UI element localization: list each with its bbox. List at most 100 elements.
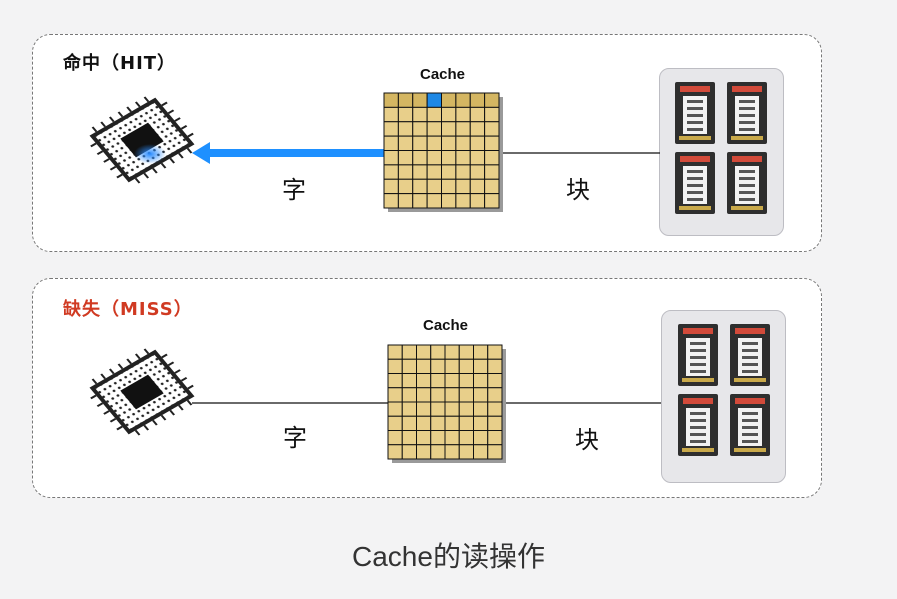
cache-line-cell (487, 401, 503, 417)
cache-line-cell (441, 106, 457, 123)
cache-line-cell (487, 344, 503, 360)
cache-line-cell (441, 150, 457, 166)
cache-line-cell (458, 430, 474, 446)
cpu-chip-icon (89, 96, 195, 184)
cache-line-cell (473, 401, 489, 417)
cache-line-cell (383, 178, 399, 195)
cache-line-cell (412, 193, 428, 209)
cache-line-cell (401, 387, 417, 403)
cache-line-cell (426, 92, 442, 108)
memory-chip (675, 152, 715, 214)
cache-line-cell (444, 387, 460, 403)
cache-line-cell (412, 106, 428, 123)
memory-chip (678, 324, 718, 386)
cache-line-cell (455, 178, 471, 195)
cache-line-cell (387, 344, 403, 360)
cache-line-cell (487, 444, 503, 460)
cache-line-cell (397, 164, 414, 180)
cache-line-cell (469, 178, 486, 195)
cache-line-cell (473, 358, 489, 374)
cache-line-cell (473, 430, 489, 446)
cache-line-cell (484, 164, 500, 180)
cache-line-cell (458, 344, 474, 360)
cache-line-cell (455, 150, 471, 166)
cache-line-cell (455, 164, 471, 180)
cache-line-cell (458, 358, 474, 374)
cache-line-cell (469, 193, 486, 209)
cache-line-cell (426, 106, 442, 123)
cache-label-hit: Cache (420, 66, 466, 83)
cache-line-cell (444, 344, 460, 360)
cache-line-cell (401, 430, 417, 446)
cache-line-cell (383, 164, 399, 180)
cache-grid-hit (383, 92, 503, 212)
cache-line-cell (426, 193, 442, 209)
cache-line-cell (387, 444, 403, 460)
cache-line-cell (473, 344, 489, 360)
cache-line-cell (441, 193, 457, 209)
cache-line-cell (426, 121, 442, 137)
cache-line-cell (444, 373, 460, 389)
memory-chip (675, 82, 715, 144)
cache-line-cell (383, 135, 399, 151)
hit-word-label: 字 (282, 176, 306, 204)
cache-line-cell (469, 164, 486, 180)
cache-line-cell (455, 193, 471, 209)
cache-line-cell (484, 106, 500, 123)
cache-line-cell (416, 415, 432, 431)
cache-line-cell (426, 150, 442, 166)
cache-line-cell (397, 178, 414, 195)
cache-line-cell (484, 92, 500, 108)
cache-line-cell (430, 444, 446, 460)
memory-chip (678, 394, 718, 456)
cache-line-cell (412, 178, 428, 195)
cache-line-cell (387, 373, 403, 389)
cache-line-cell (441, 135, 457, 151)
cache-line-cell (455, 121, 471, 137)
cache-line-cell (441, 92, 457, 108)
cache-line-cell (441, 164, 457, 180)
cache-line-cell (484, 150, 500, 166)
cache-line-cell (473, 444, 489, 460)
cache-grid-miss (387, 344, 506, 463)
cache-line-cell (487, 373, 503, 389)
cache-line-cell (426, 178, 442, 195)
hit-block-label: 块 (566, 176, 590, 204)
miss-section-title: 缺失（MISS） (63, 299, 193, 320)
cache-line-cell (455, 92, 471, 108)
cache-line-cell (412, 92, 428, 108)
cache-line-cell (430, 344, 446, 360)
memory-chip (727, 82, 767, 144)
cache-line-cell (401, 358, 417, 374)
cache-line-cell (444, 358, 460, 374)
cache-line-cell (412, 150, 428, 166)
cache-line-cell (441, 121, 457, 137)
cache-line-cell (397, 135, 414, 151)
cache-line-cell (412, 121, 428, 137)
cache-line-cell (458, 401, 474, 417)
cache-line-cell (484, 121, 500, 137)
cache-line-cell (430, 415, 446, 431)
cache-line-cell (397, 193, 414, 209)
cache-line-cell (458, 387, 474, 403)
cache-line-cell (401, 344, 417, 360)
cache-line-cell (426, 135, 442, 151)
cache-line-cell (387, 401, 403, 417)
cache-line-cell (387, 415, 403, 431)
cache-line-cell (387, 430, 403, 446)
hit-arrow (192, 142, 385, 164)
cache-line-cell (397, 92, 414, 108)
cache-line-cell (484, 178, 500, 195)
cache-line-cell (441, 178, 457, 195)
cache-line-cell (383, 193, 399, 209)
cache-line-cell (387, 387, 403, 403)
cache-line-cell (469, 121, 486, 137)
miss-block-label: 块 (575, 426, 599, 454)
cache-line-cell (397, 150, 414, 166)
memory-chip (727, 152, 767, 214)
cache-line-cell (473, 387, 489, 403)
cache-line-cell (416, 387, 432, 403)
cache-line-cell (473, 415, 489, 431)
memory-chip (730, 394, 770, 456)
cache-line-cell (383, 106, 399, 123)
